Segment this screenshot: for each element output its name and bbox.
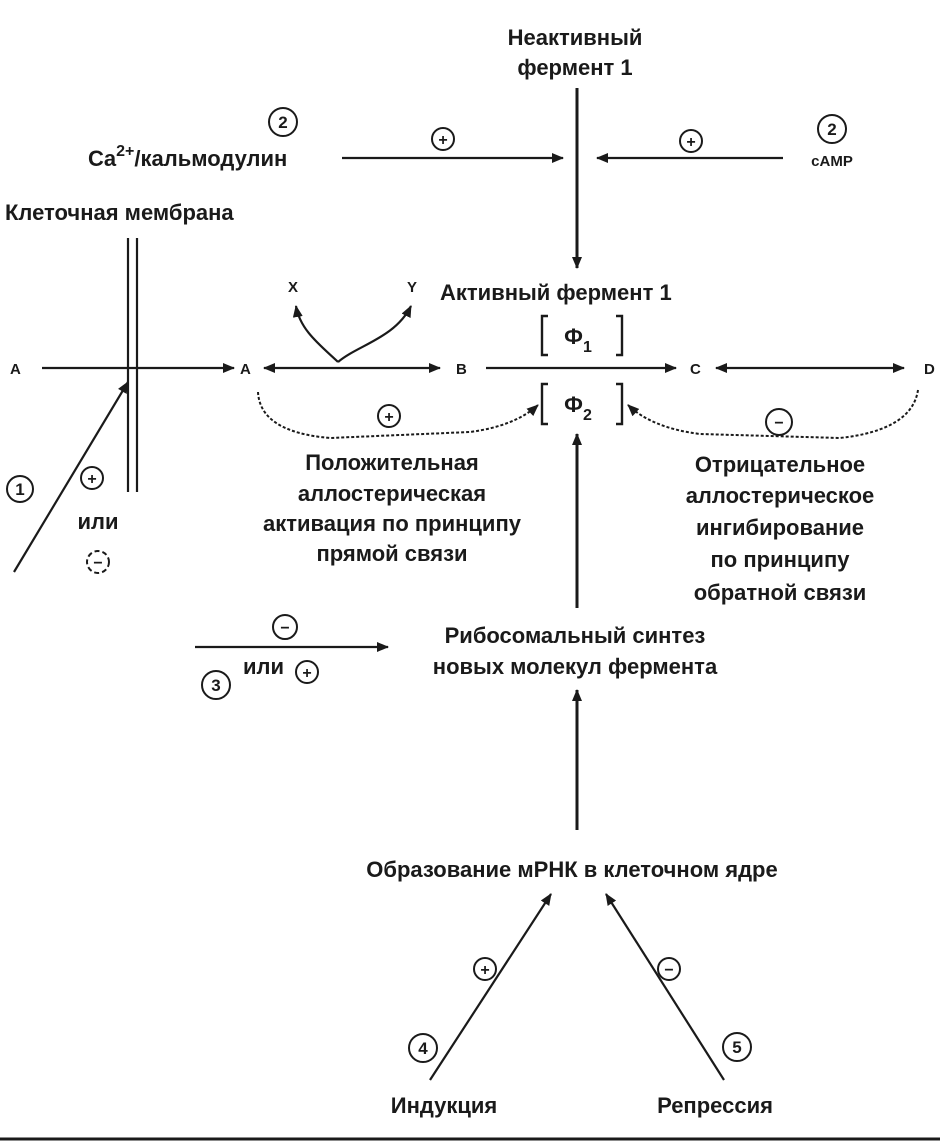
active-enzyme-label: Активный фермент 1 (440, 280, 672, 305)
phi1-bracket-right (616, 314, 624, 357)
repression-arrow (605, 893, 725, 1081)
minus-synthesis-text: − (280, 620, 289, 637)
repression-label: Репрессия (657, 1093, 773, 1118)
ribosomal-synthesis-line-2: новых молекул фермента (433, 654, 718, 679)
x-label: X (288, 279, 298, 296)
marker-5 (722, 1032, 752, 1062)
marker-1-text: 1 (15, 480, 24, 499)
marker-2-right (817, 114, 847, 144)
positive-activation-line-2: аллостерическая (298, 481, 486, 506)
minus-repression-text: − (664, 962, 673, 979)
phi1-bracket-left (540, 314, 548, 357)
positive-activation-line-1: Положительная (305, 450, 479, 475)
minus-transport-text: − (93, 555, 102, 572)
cell-membrane-label: Клеточная мембрана (5, 200, 234, 225)
or-label-synthesis: или (243, 654, 284, 679)
marker-4-text: 4 (418, 1039, 428, 1058)
intermediate-b: B (456, 361, 467, 378)
negative-inhibition-line-5: обратной связи (694, 580, 867, 605)
plus-feedforward-marker (377, 404, 401, 428)
induction-label: Индукция (391, 1093, 497, 1118)
plus-feedforward-text: + (384, 409, 393, 426)
negative-inhibition-line-1: Отрицательное (695, 452, 865, 477)
positive-activation-line-4: прямой связи (316, 541, 467, 566)
substrate-a-outside: A (10, 361, 21, 378)
induction-arrow (429, 893, 552, 1081)
feedback-wavy-arrow (627, 389, 919, 440)
plus-synthesis-marker (295, 660, 319, 684)
minus-transport-marker (86, 550, 110, 574)
calcium-calmodulin-label: Ca2+/кальмодулин (88, 143, 287, 171)
plus-transport-text: + (87, 471, 96, 488)
marker-2-right-text: 2 (827, 120, 836, 139)
or-label-transport: или (77, 509, 118, 534)
marker-1 (6, 475, 34, 503)
negative-inhibition-line-2: аллостерическое (686, 483, 875, 508)
minus-feedback-text: − (774, 415, 783, 432)
marker-3 (201, 670, 231, 700)
plus-induction-marker (473, 957, 497, 981)
arrow-to-x (292, 305, 339, 363)
negative-inhibition-line-3: ингибирование (696, 515, 864, 540)
phi2-label: Ф2 (564, 392, 592, 424)
marker-2-left-text: 2 (278, 113, 287, 132)
plus-marker-camp (679, 129, 703, 153)
y-label: Y (407, 279, 417, 296)
inactive-enzyme-label-2: фермент 1 (517, 55, 632, 80)
substrate-a-inside: A (240, 361, 251, 378)
minus-synthesis-marker (272, 614, 298, 640)
product-d: D (924, 361, 935, 378)
camp-label: cAMP (811, 153, 853, 170)
inactive-enzyme-label-1: Неактивный (508, 25, 643, 50)
marker-3-text: 3 (211, 676, 220, 695)
positive-activation-line-3: активация по принципу (263, 511, 522, 536)
marker-5-text: 5 (732, 1038, 741, 1057)
intermediate-c: C (690, 361, 701, 378)
plus-induction-text: + (480, 962, 489, 979)
minus-repression-marker (657, 957, 681, 981)
feedforward-wavy-arrow (257, 391, 539, 440)
phi2-bracket-right (616, 382, 624, 426)
phi1-label: Ф1 (564, 324, 592, 356)
plus-transport-marker (80, 466, 104, 490)
plus-camp-text: + (686, 134, 695, 151)
marker-2-left (268, 107, 298, 137)
transport-regulation-arrow (13, 381, 129, 573)
ribosomal-synthesis-line-1: Рибосомальный синтез (445, 623, 706, 648)
arrow-to-y (337, 305, 412, 363)
plus-marker-calmodulin (431, 127, 455, 151)
negative-inhibition-line-4: по принципу (711, 547, 851, 572)
marker-4 (408, 1033, 438, 1063)
plus-calmodulin-text: + (438, 132, 447, 149)
mrna-formation-label: Образование мРНК в клеточном ядре (366, 857, 777, 882)
minus-feedback-marker (765, 408, 793, 436)
plus-synthesis-text: + (302, 665, 311, 682)
phi2-bracket-left (540, 382, 548, 426)
